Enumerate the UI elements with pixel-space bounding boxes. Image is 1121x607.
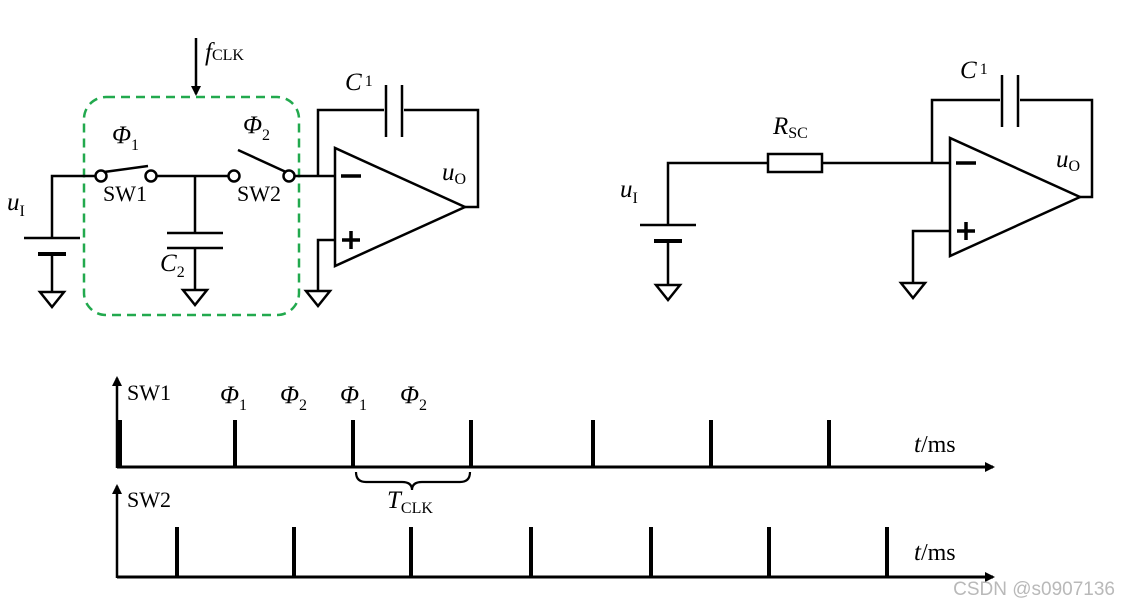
svg-text:TCLK: TCLK	[387, 487, 433, 517]
svg-text:Φ1: Φ1	[220, 382, 247, 414]
svg-text:uI: uI	[7, 189, 25, 220]
sw2-blade	[237, 148, 287, 174]
phase1-label: Φ	[112, 122, 131, 149]
svg-text:C1: C1	[960, 57, 988, 84]
timing-phase-sub: 1	[239, 397, 247, 414]
axis2-unit: /ms	[921, 540, 956, 566]
switched-capacitor-box	[82, 95, 301, 317]
svg-text:Φ1: Φ1	[112, 122, 139, 154]
rsc-resistor-label-sub: SC	[788, 125, 808, 142]
timing-diagram	[112, 376, 995, 582]
timing-sw2-label: SW2	[127, 487, 171, 512]
rsc-input-label: u	[620, 176, 633, 203]
rsc-input-label-sub: I	[633, 190, 638, 207]
rsc-resistor	[766, 152, 824, 174]
c1-label: C	[345, 69, 362, 96]
watermark: CSDN @s0907136	[953, 579, 1115, 600]
phase1-label-sub: 1	[131, 137, 139, 154]
input-wire	[50, 174, 99, 238]
svg-text:uI: uI	[620, 176, 638, 207]
opamp-triangle	[333, 146, 469, 268]
sw1-label: SW1	[103, 181, 147, 206]
input-label: u	[7, 189, 20, 216]
rsc-c1-label-sub: 1	[980, 61, 988, 78]
sw2-terminal-left	[227, 169, 241, 183]
svg-text:uO: uO	[1056, 146, 1080, 175]
rsc-c1-label: C	[960, 57, 977, 84]
svg-text:Φ2: Φ2	[400, 382, 427, 414]
timing-sw1-label: SW1	[127, 380, 171, 405]
c2-label-sub: 2	[177, 264, 185, 281]
svg-text:t/ms: t/ms	[914, 431, 956, 458]
left-circuit	[24, 38, 480, 317]
rsc-opamp-triangle	[948, 136, 1084, 258]
timing-phase-label: Φ	[280, 382, 299, 409]
svg-text:C2: C2	[160, 250, 185, 281]
rsc-feedback-wire	[930, 98, 1000, 163]
svg-text:C1: C1	[345, 69, 373, 96]
timing-phase-label: Φ	[340, 382, 359, 409]
rsc-opamp-ground-icon	[898, 281, 928, 301]
svg-text:t/ms: t/ms	[914, 539, 956, 566]
svg-text:uO: uO	[442, 159, 466, 188]
svg-text:Φ2: Φ2	[243, 112, 270, 144]
output-label-sub: O	[455, 171, 467, 188]
sw1-terminal-left	[94, 169, 108, 183]
c2-ground-icon	[180, 288, 210, 308]
feedback-wire	[316, 108, 384, 176]
timing-phase-sub: 2	[299, 397, 307, 414]
period-brace	[354, 471, 472, 491]
svg-text:RSC: RSC	[772, 113, 808, 142]
sw1-terminal-right	[144, 169, 158, 183]
rsc-resistor-label: R	[772, 113, 788, 140]
phase2-label: Φ	[243, 112, 262, 139]
svg-text:Φ2: Φ2	[280, 382, 307, 414]
svg-text:Φ1: Φ1	[340, 382, 367, 414]
axis1-unit: /ms	[921, 432, 956, 458]
rsc-output-label: u	[1056, 146, 1069, 173]
timing-phase-label: Φ	[220, 382, 239, 409]
rsc-output-label-sub: O	[1069, 158, 1081, 175]
period-label-sub: CLK	[401, 500, 433, 517]
right-circuit	[640, 75, 1094, 303]
timing-phase-sub: 1	[359, 397, 367, 414]
clock-label-sub: CLK	[212, 47, 244, 64]
opamp-ground-icon	[303, 289, 333, 309]
c2-label: C	[160, 250, 177, 277]
timing-phase-label: Φ	[400, 382, 419, 409]
clock-label: f	[205, 39, 215, 66]
output-label: u	[442, 159, 455, 186]
sw1-blade	[103, 164, 149, 174]
sw2-label: SW2	[237, 181, 281, 206]
rsc-input-wire	[666, 161, 768, 225]
input-ground-icon	[37, 290, 67, 310]
axis1-t: t	[914, 431, 922, 458]
input-label-sub: I	[20, 203, 25, 220]
timing-phase-sub: 2	[419, 397, 427, 414]
c1-label-sub: 1	[365, 73, 373, 90]
period-label: T	[387, 487, 403, 514]
phase2-label-sub: 2	[262, 127, 270, 144]
svg-text:fCLK: fCLK	[205, 39, 244, 66]
rsc-input-ground-icon	[653, 283, 683, 303]
axis2-t: t	[914, 539, 922, 566]
